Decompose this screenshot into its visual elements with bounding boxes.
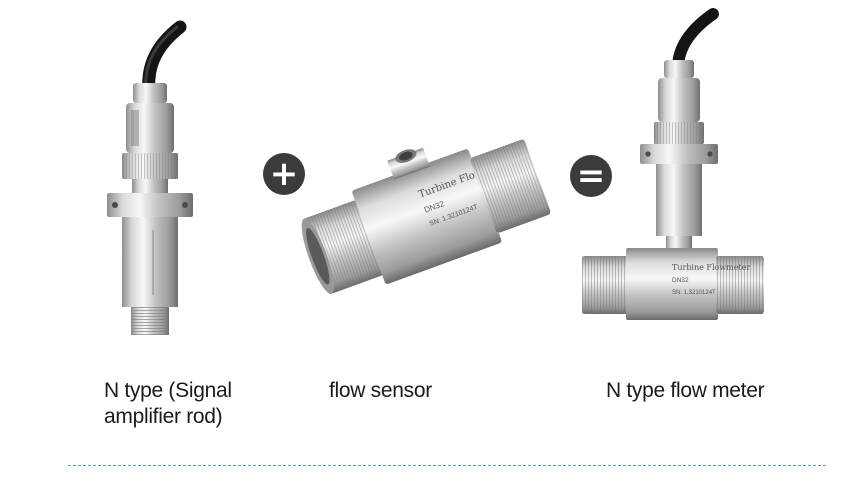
meter-body-sn: SN: 1.3210124T (672, 290, 716, 296)
equals-operator-icon: = (570, 155, 612, 197)
plus-operator-icon: + (263, 153, 305, 195)
caption-flow-sensor: flow sensor (329, 379, 432, 402)
flow-meter-image: Turbine Flowmeter DN32 SN: 1.3210124T (578, 8, 770, 320)
caption-amplifier-rod-line2: amplifier rod) (104, 405, 223, 428)
caption-amplifier-rod-line1: N type (Signal (104, 379, 232, 402)
dashed-divider (68, 465, 826, 466)
caption-amplifier-rod: N type (Signal amplifier rod) (104, 378, 232, 430)
amplifier-rod-image (95, 15, 205, 340)
flow-sensor-image: Turbine Flowmeter DN32 SN: 1.3210124T (298, 128, 558, 300)
meter-body-label: Turbine Flowmeter (672, 263, 750, 272)
meter-body-dn: DN32 (672, 277, 689, 284)
caption-flow-meter: N type flow meter (606, 379, 765, 402)
